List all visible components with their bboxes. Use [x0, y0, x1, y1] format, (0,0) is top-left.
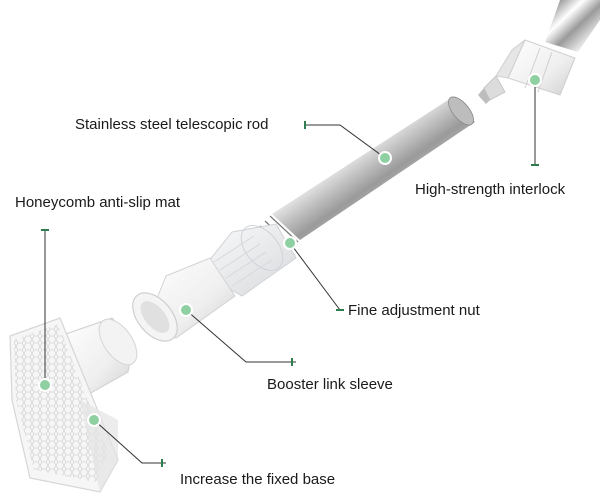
upper-steel-rod	[545, 0, 600, 52]
dot-nut	[283, 236, 297, 250]
label-telescopic-rod: Stainless steel telescopic rod	[75, 116, 269, 133]
label-interlock: High-strength interlock	[415, 181, 566, 198]
leader-end-ticks	[41, 121, 539, 467]
stainless-tube	[254, 96, 475, 258]
callout-dots	[38, 73, 542, 427]
dot-sleeve	[179, 303, 193, 317]
booster-sleeve	[132, 257, 236, 342]
dot-interlock	[528, 73, 542, 87]
dot-mat	[38, 378, 52, 392]
interlock-cap	[478, 39, 576, 104]
dot-base	[87, 413, 101, 427]
label-adjustment-nut: Fine adjustment nut	[348, 302, 480, 319]
leader-lines	[44, 80, 536, 464]
dot-rod	[378, 151, 392, 165]
label-fixed-base: Increase the fixed base	[180, 471, 336, 488]
label-booster-sleeve: Booster link sleeve	[267, 376, 393, 393]
label-anti-slip-mat: Honeycomb anti-slip mat	[15, 194, 181, 211]
fixed-base	[9, 317, 138, 493]
